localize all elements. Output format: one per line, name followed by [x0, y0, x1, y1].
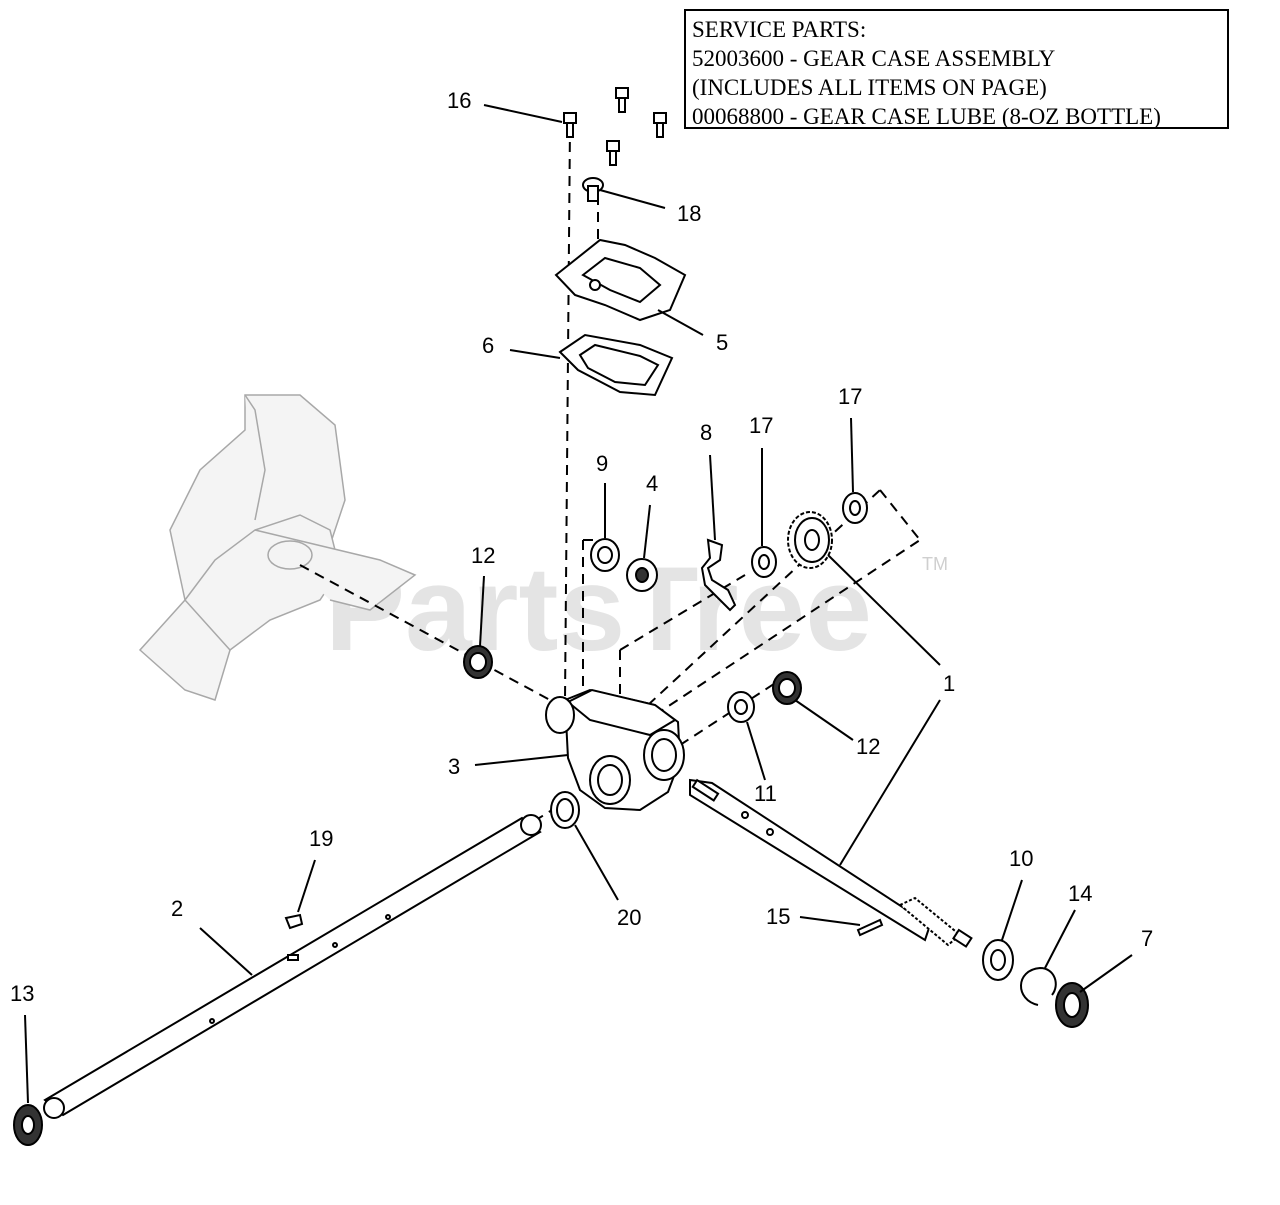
callout-1: 1 — [943, 671, 955, 696]
bearing-part-12-b — [772, 671, 802, 705]
callout-11: 11 — [754, 781, 777, 806]
callout-7: 7 — [1141, 926, 1153, 951]
gear-case-cover-part-5 — [554, 238, 687, 322]
leader-lines — [24, 104, 1133, 1104]
callout-17-b: 17 — [838, 384, 862, 409]
bearing-part-12-a — [463, 645, 493, 679]
bushing-part-20 — [550, 791, 580, 829]
callout-17-a: 17 — [749, 413, 773, 438]
gasket-part-6 — [558, 333, 674, 397]
gear-case-assembly-line: 52003600 - GEAR CASE ASSEMBLY — [692, 46, 1056, 71]
callout-18: 18 — [677, 201, 701, 226]
includes-all-items-line: (INCLUDES ALL ITEMS ON PAGE) — [692, 75, 1047, 100]
callout-3: 3 — [448, 754, 460, 779]
washer-part-17-b — [842, 492, 868, 524]
spacer-part-4 — [626, 558, 658, 592]
bushing-part-9 — [590, 538, 620, 572]
callout-20: 20 — [617, 905, 641, 930]
assembly-guide-lines — [299, 124, 921, 831]
vent-plug-part-18 — [582, 177, 604, 202]
callout-19: 19 — [309, 826, 333, 851]
service-parts-box: SERVICE PARTS: 52003600 - GEAR CASE ASSE… — [684, 9, 1229, 129]
service-parts-title: SERVICE PARTS: — [692, 17, 867, 42]
callout-15: 15 — [766, 904, 790, 929]
callout-2: 2 — [171, 896, 183, 921]
callout-12-b: 12 — [856, 734, 880, 759]
callout-4: 4 — [646, 471, 658, 496]
callout-12-a: 12 — [471, 543, 495, 568]
washer-part-11 — [727, 691, 755, 723]
washer-part-17-a — [751, 546, 777, 578]
callout-13: 13 — [10, 981, 34, 1006]
pin-part-15 — [856, 918, 884, 937]
impeller-shaft-part-2 — [43, 814, 542, 1119]
key-part-19 — [284, 913, 304, 930]
bearing-part-10 — [982, 939, 1014, 981]
gear-case-part-3 — [545, 688, 685, 812]
ghost-impeller-housing — [138, 394, 417, 701]
callout-labels: 16 18 5 6 9 4 8 17 17 12 1 12 11 3 20 19… — [10, 88, 1153, 1006]
watermark-tm: TM — [922, 554, 948, 574]
gear-case-lube-line: 00068800 - GEAR CASE LUBE (8-OZ BOTTLE) — [692, 104, 1161, 129]
callout-8: 8 — [700, 420, 712, 445]
callout-14: 14 — [1068, 881, 1092, 906]
snap-ring-part-14 — [1020, 966, 1057, 1006]
worm-gear — [787, 511, 833, 569]
clip-part-8 — [700, 538, 737, 612]
bearing-part-13 — [13, 1104, 43, 1146]
callout-10: 10 — [1009, 846, 1033, 871]
seal-part-7 — [1055, 982, 1089, 1028]
callout-9: 9 — [596, 451, 608, 476]
callout-5: 5 — [716, 330, 728, 355]
callout-6: 6 — [482, 333, 494, 358]
worm-shaft-part-1 — [689, 778, 973, 948]
bolts-part-16 — [563, 87, 667, 166]
callout-16: 16 — [447, 88, 471, 113]
